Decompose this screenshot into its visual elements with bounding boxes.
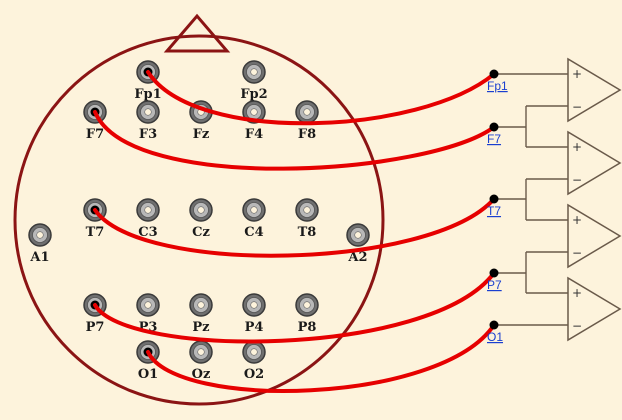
electrode-f8: F8 [295,100,319,142]
electrode-label: O2 [244,367,264,382]
electrode-a2: A2 [346,223,370,265]
terminal-link-p7[interactable]: P7 [487,278,502,292]
electrode-label: Fp1 [134,87,161,102]
electrode-center [354,231,362,239]
electrode-c3: C3 [136,198,160,240]
wire-group [93,70,496,393]
amplifier-group: +−+−+−+− [494,57,622,342]
electrode-label: Pz [192,320,209,335]
electrode-cz: Cz [189,198,213,240]
wire-fp1 [146,70,496,126]
electrode-label: T8 [298,225,317,240]
electrode-a1: A1 [28,223,52,265]
terminal-f7: F7 [487,122,501,146]
terminal-t7: T7 [487,194,501,218]
amplifier-minus-sign: − [572,319,582,333]
amplifier-triangle [567,130,622,196]
amplifier-minus-sign: − [572,173,582,187]
terminal-o1: O1 [487,320,503,344]
terminal-link-o1[interactable]: O1 [487,330,503,344]
amplifier-plus-sign: + [572,67,582,81]
wire-p7 [93,271,496,344]
wire-o1 [146,323,496,393]
electrode-center [303,108,311,116]
electrode-label: Cz [192,225,210,240]
amplifier-triangle [567,276,622,342]
electrode-c4: C4 [242,198,266,240]
electrode-center [250,68,258,76]
electrode-f4: F4 [242,100,266,142]
electrode-center [250,206,258,214]
terminal-dot [489,122,499,132]
terminal-dot [489,320,499,330]
terminal-link-f7[interactable]: F7 [487,132,501,146]
nose-triangle [163,13,231,53]
electrode-center [144,301,152,309]
electrode-center [144,206,152,214]
terminal-link-t7[interactable]: T7 [487,204,501,218]
amplifier-3: +− [567,203,622,269]
electrode-f3: F3 [136,100,160,142]
electrode-center [250,108,258,116]
electrode-label: C3 [138,225,157,240]
head-circle [13,34,385,406]
electrode-label: C4 [244,225,263,240]
electrode-p8: P8 [295,293,319,335]
electrode-label: F7 [86,127,104,142]
electrode-center [250,301,258,309]
electrode-center [36,231,44,239]
electrode-o2: O2 [242,340,266,382]
electrode-p4: P4 [242,293,266,335]
electrode-label: P4 [245,320,264,335]
electrode-label: Fp2 [240,87,267,102]
electrode-label: F8 [298,127,316,142]
terminal-link-fp1[interactable]: Fp1 [487,79,508,93]
electrode-label: F4 [245,127,263,142]
electrode-t8: T8 [295,198,319,240]
electrode-pz: Pz [189,293,213,335]
electrode-label: O1 [138,367,158,382]
electrode-center [197,348,205,356]
electrode-label: F3 [139,127,157,142]
amplifier-1: +− [567,57,622,123]
amplifier-plus-sign: + [572,140,582,154]
amplifier-2: +− [567,130,622,196]
head-outline [13,13,385,406]
electrode-center [303,206,311,214]
terminal-fp1: Fp1 [487,69,508,93]
electrode-fp2: Fp2 [240,60,268,102]
electrode-center [303,301,311,309]
electrode-label: A1 [29,250,49,265]
amplifier-triangle [567,203,622,269]
electrode-oz: Oz [189,340,213,382]
electrode-center [144,108,152,116]
wire-f7 [93,110,496,171]
amplifier-4: +− [567,276,622,342]
electrode-label: A2 [347,250,367,265]
terminal-dot [489,268,499,278]
amplifier-plus-sign: + [572,286,582,300]
electrode-center [197,301,205,309]
electrode-center [250,348,258,356]
electrode-label: Oz [192,367,211,382]
terminal-dot [489,194,499,204]
terminal-dot [489,69,499,79]
amplifier-minus-sign: − [572,246,582,260]
amplifier-plus-sign: + [572,213,582,227]
terminal-p7: P7 [487,268,502,292]
wire-t7 [93,197,496,258]
electrode-label: P8 [298,320,317,335]
electrode-label: Fz [193,127,210,142]
electrode-label: T7 [86,225,105,240]
electrode-label: P7 [86,320,105,335]
electrode-center [197,206,205,214]
amplifier-minus-sign: − [572,100,582,114]
amplifier-triangle [567,57,622,123]
